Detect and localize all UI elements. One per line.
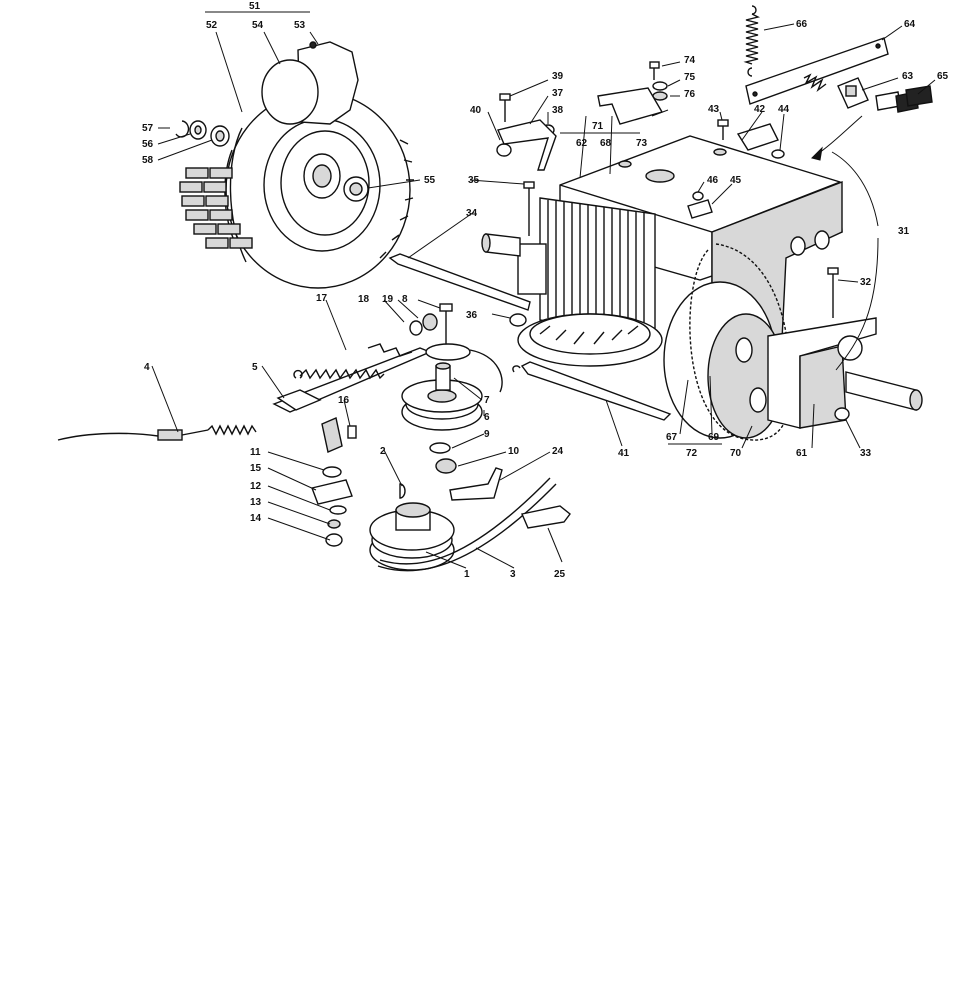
brush-block <box>837 77 869 109</box>
callout-46: 46 <box>707 175 719 186</box>
belt-guide <box>512 361 672 421</box>
callout-2: 2 <box>380 446 386 457</box>
callout-33: 33 <box>860 448 872 459</box>
callout-66: 66 <box>796 19 808 30</box>
callout-31: 31 <box>898 226 910 237</box>
callout-7: 7 <box>484 395 490 406</box>
callout-52: 52 <box>206 20 218 31</box>
callout-3: 3 <box>510 569 516 580</box>
callout-73: 73 <box>636 138 648 149</box>
wheel <box>179 91 414 289</box>
tread-pattern <box>179 167 253 249</box>
callout-71: 71 <box>592 121 604 132</box>
bolts <box>439 61 839 346</box>
extension-spring-lever <box>293 343 413 380</box>
key <box>399 483 406 499</box>
callout-labels: 51 52 54 53 57 56 58 55 66 64 63 65 74 7… <box>142 1 949 580</box>
callout-18: 18 <box>358 294 370 305</box>
callout-74: 74 <box>684 55 696 66</box>
output-axle <box>845 371 923 411</box>
callout-75: 75 <box>684 72 696 83</box>
callout-39: 39 <box>552 71 564 82</box>
callout-62: 62 <box>576 138 588 149</box>
callout-44: 44 <box>778 104 790 115</box>
circlip <box>175 120 190 138</box>
extension-spring <box>743 5 761 77</box>
mounting-brackets <box>497 87 779 219</box>
callout-42: 42 <box>754 104 766 115</box>
callout-34: 34 <box>466 208 478 219</box>
callout-37: 37 <box>552 88 564 99</box>
callout-35: 35 <box>468 175 480 186</box>
link-rod <box>388 253 531 311</box>
callout-45: 45 <box>730 175 742 186</box>
callout-11: 11 <box>250 447 261 458</box>
callout-64: 64 <box>904 19 916 30</box>
callout-15: 15 <box>250 463 262 474</box>
callout-13: 13 <box>250 497 262 508</box>
callout-68: 68 <box>600 138 612 149</box>
callout-61: 61 <box>796 448 808 459</box>
callout-12: 12 <box>250 481 262 492</box>
callout-65: 65 <box>937 71 949 82</box>
callout-14: 14 <box>250 513 262 524</box>
callout-53: 53 <box>294 20 306 31</box>
callout-57: 57 <box>142 123 154 134</box>
bearing <box>343 176 369 202</box>
callout-16: 16 <box>338 395 350 406</box>
callout-76: 76 <box>684 89 696 100</box>
pulleys <box>369 362 483 571</box>
callout-58: 58 <box>142 155 154 166</box>
hub-cover <box>261 41 359 125</box>
belt-guide-small <box>449 467 571 529</box>
bracket-plate <box>745 37 889 105</box>
callout-36: 36 <box>466 310 478 321</box>
callout-67: 67 <box>666 432 678 443</box>
callout-8: 8 <box>402 294 408 305</box>
callout-56: 56 <box>142 139 154 150</box>
spacer-18-19 <box>409 313 438 336</box>
callout-19: 19 <box>382 294 394 305</box>
v-belt <box>377 477 557 572</box>
callout-54: 54 <box>252 20 264 31</box>
washers <box>189 120 230 147</box>
callout-63: 63 <box>902 71 914 82</box>
callout-24: 24 <box>552 446 564 457</box>
callout-10: 10 <box>508 446 520 457</box>
fan-pulley <box>517 313 663 367</box>
callout-41: 41 <box>618 448 630 459</box>
brushes <box>875 85 933 113</box>
callout-40: 40 <box>470 105 482 116</box>
callout-25: 25 <box>554 569 566 580</box>
callout-38: 38 <box>552 105 564 116</box>
callout-43: 43 <box>708 104 720 115</box>
control-cable <box>57 424 257 441</box>
callout-17: 17 <box>316 293 328 304</box>
gearbox <box>767 317 877 429</box>
lever <box>272 343 503 453</box>
callout-4: 4 <box>144 362 150 373</box>
axle <box>481 233 521 257</box>
leader-lines <box>151 11 936 569</box>
callout-32: 32 <box>860 277 872 288</box>
callout-6: 6 <box>484 412 490 423</box>
callout-1: 1 <box>464 569 470 580</box>
sprocket <box>663 281 785 439</box>
callout-72: 72 <box>686 448 698 459</box>
callout-55: 55 <box>424 175 436 186</box>
callout-69: 69 <box>708 432 720 443</box>
callout-70: 70 <box>730 448 742 459</box>
callout-51: 51 <box>249 1 261 12</box>
callout-9: 9 <box>484 429 490 440</box>
callout-5: 5 <box>252 362 258 373</box>
